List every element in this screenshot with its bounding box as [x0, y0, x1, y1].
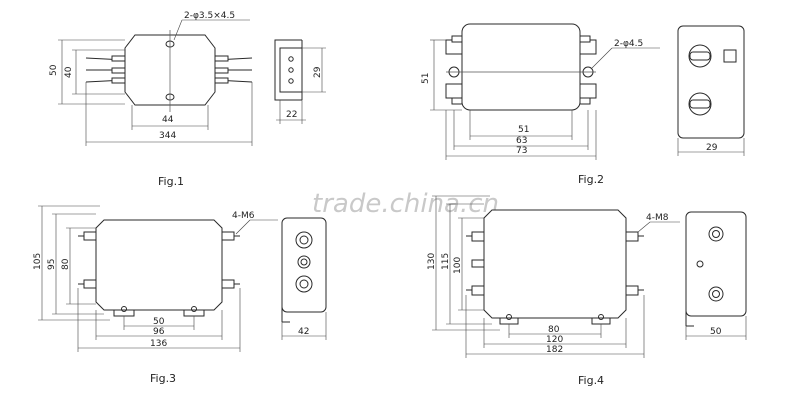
fig4-dim-w2: 120 — [546, 335, 563, 345]
fig3-dim-h3: 80 — [61, 258, 71, 270]
fig1-dim-height-inner: 40 — [64, 66, 74, 78]
fig3-dim-h1: 105 — [33, 253, 43, 270]
fig2-side-view — [677, 25, 745, 139]
fig3-body — [95, 219, 223, 311]
fig4-dim-h3: 100 — [453, 257, 463, 274]
fig2-body — [461, 23, 581, 111]
fig2-dim-mid: 63 — [516, 136, 527, 146]
fig4-dim-h1: 130 — [427, 253, 437, 270]
fig1-dim-side-depth: 22 — [286, 110, 297, 120]
fig4-label: Fig.4 — [578, 374, 604, 387]
fig2-dim-outer: 73 — [516, 146, 527, 156]
fig2-hole-note: 2-φ4.5 — [614, 39, 643, 49]
fig3-dim-w3: 136 — [150, 339, 167, 349]
fig1-dim-hole-span: 44 — [162, 115, 174, 125]
fig4-dim-h2: 115 — [441, 253, 451, 270]
fig3-label: Fig.3 — [150, 372, 176, 385]
fig4-body — [483, 209, 627, 319]
fig4-side-view — [685, 211, 747, 317]
fig4-dim-w1: 80 — [548, 325, 560, 335]
fig3-dim-w2: 96 — [153, 327, 165, 337]
fig1-dim-height-outer: 50 — [49, 64, 59, 76]
fig2-dim-height: 51 — [421, 73, 431, 84]
fig3-dim-w1: 50 — [153, 317, 165, 327]
fig3-drawing: 4-M6 105 95 80 50 96 136 — [33, 205, 327, 385]
fig4-terminal-note: 4-M8 — [646, 213, 669, 223]
fig2-label: Fig.2 — [578, 173, 604, 186]
fig4-dim-side-depth: 50 — [710, 327, 722, 337]
fig1-dim-side-height: 29 — [313, 66, 323, 78]
fig1-label: Fig.1 — [158, 175, 184, 188]
fig3-dim-h2: 95 — [47, 259, 57, 270]
fig2-drawing: 2-φ4.5 51 51 63 73 29 Fig.2 — [421, 23, 745, 186]
fig1-hole-note: 2-φ3.5×4.5 — [184, 11, 235, 21]
fig1-drawing: 2-φ3.5×4.5 50 40 44 344 29 — [49, 11, 326, 188]
fig3-dim-side-depth: 42 — [298, 327, 309, 337]
fig4-drawing: 4-M8 130 115 100 80 120 182 — [427, 195, 747, 387]
fig1-dim-length: 344 — [159, 131, 176, 141]
fig4-dim-w3: 182 — [546, 345, 563, 355]
fig3-terminal-note: 4-M6 — [232, 211, 255, 221]
fig2-dim-side-depth: 29 — [706, 143, 718, 153]
fig2-dim-inner: 51 — [518, 125, 529, 135]
fig1-side-view — [279, 47, 303, 93]
